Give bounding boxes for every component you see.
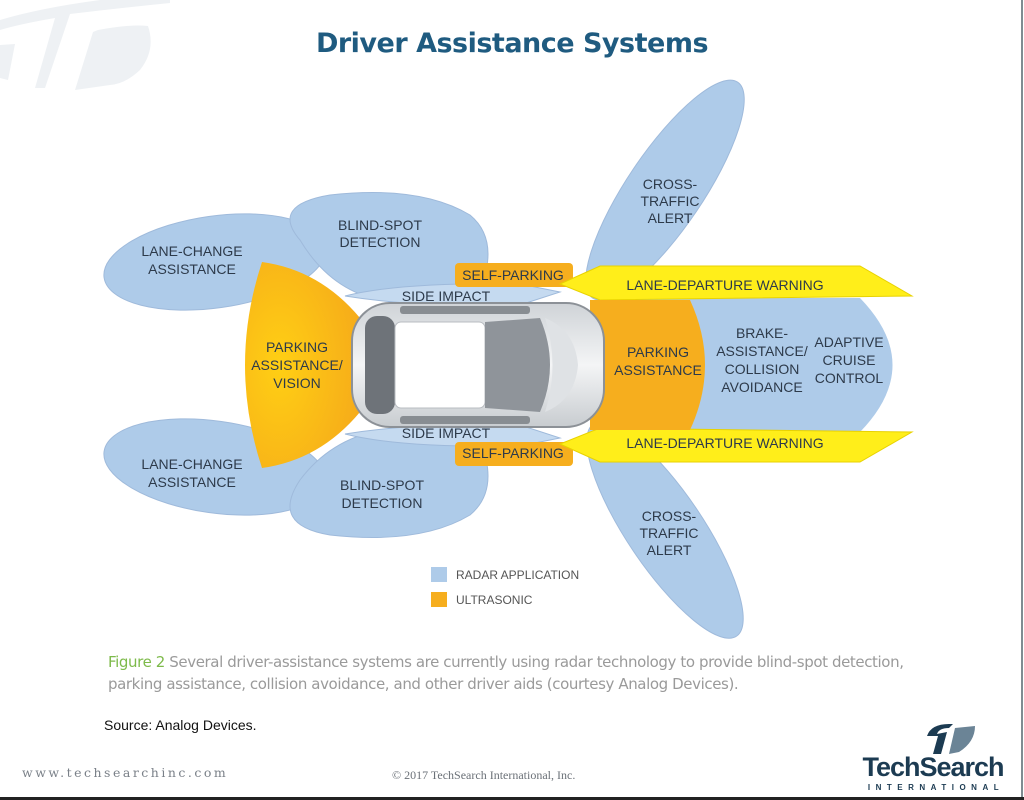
svg-text:DETECTION: DETECTION bbox=[342, 495, 423, 511]
svg-text:DETECTION: DETECTION bbox=[340, 234, 421, 250]
parking-front-zone bbox=[590, 300, 705, 430]
self-parking-top-label: SELF-PARKING bbox=[462, 267, 564, 283]
svg-text:CROSS-: CROSS- bbox=[643, 176, 698, 192]
figure-caption-text: Several driver-assistance systems are cu… bbox=[108, 653, 904, 693]
lane-departure-top-zone bbox=[558, 265, 914, 301]
svg-text:ASSISTANCE: ASSISTANCE bbox=[148, 474, 236, 490]
logo-name: TechSearch bbox=[862, 752, 1004, 782]
self-parking-bottom-zone bbox=[455, 442, 573, 466]
legend-label-radar: RADAR APPLICATION bbox=[456, 568, 579, 582]
slide-right-border bbox=[1021, 0, 1023, 800]
svg-text:ADAPTIVE: ADAPTIVE bbox=[814, 334, 883, 350]
legend: RADAR APPLICATION ULTRASONIC bbox=[431, 567, 579, 607]
svg-text:COLLISION: COLLISION bbox=[725, 361, 800, 377]
source-note: Source: Analog Devices. bbox=[104, 717, 257, 733]
lane-change-bottom-label: LANE-CHANGE ASSISTANCE bbox=[141, 456, 242, 490]
cross-traffic-top-zone bbox=[585, 79, 745, 301]
figure-label: Figure 2 bbox=[108, 653, 165, 671]
page-title: Driver Assistance Systems bbox=[315, 28, 709, 59]
slide-bottom-border bbox=[0, 797, 1024, 800]
svg-text:LANE-CHANGE: LANE-CHANGE bbox=[141, 243, 242, 259]
svg-text:ASSISTANCE: ASSISTANCE bbox=[614, 362, 702, 378]
footer-url[interactable]: www.techsearchinc.com bbox=[22, 765, 229, 780]
techsearch-logo: TechSearch INTERNATIONAL bbox=[855, 722, 1015, 792]
svg-text:ALERT: ALERT bbox=[647, 542, 692, 558]
lane-departure-bottom-label: LANE-DEPARTURE WARNING bbox=[626, 435, 823, 451]
blind-spot-bottom-label: BLIND-SPOT DETECTION bbox=[340, 477, 424, 511]
logo-subtitle: INTERNATIONAL bbox=[867, 783, 1005, 792]
legend-swatch-radar bbox=[431, 567, 447, 582]
svg-text:LANE-CHANGE: LANE-CHANGE bbox=[141, 456, 242, 472]
svg-text:PARKING: PARKING bbox=[266, 339, 328, 355]
parking-rear-label: PARKING ASSISTANCE/ VISION bbox=[251, 339, 343, 391]
svg-text:CROSS-: CROSS- bbox=[642, 508, 697, 524]
svg-text:BLIND-SPOT: BLIND-SPOT bbox=[338, 217, 422, 233]
lane-change-top-label: LANE-CHANGE ASSISTANCE bbox=[141, 243, 242, 277]
svg-text:BRAKE-: BRAKE- bbox=[736, 325, 788, 341]
self-parking-bottom-label: SELF-PARKING bbox=[462, 445, 564, 461]
adaptive-cruise-label: ADAPTIVE CRUISE CONTROL bbox=[814, 334, 883, 386]
svg-text:CRUISE: CRUISE bbox=[823, 352, 876, 368]
svg-text:TRAFFIC: TRAFFIC bbox=[639, 525, 698, 541]
svg-text:BLIND-SPOT: BLIND-SPOT bbox=[340, 477, 424, 493]
svg-text:ASSISTANCE/: ASSISTANCE/ bbox=[251, 357, 343, 373]
side-impact-top-label: SIDE IMPACT bbox=[402, 288, 491, 304]
driver-assistance-diagram: LANE-CHANGE ASSISTANCE LANE-CHANGE ASSIS… bbox=[103, 79, 914, 639]
svg-text:TRAFFIC: TRAFFIC bbox=[640, 193, 699, 209]
svg-text:ASSISTANCE/: ASSISTANCE/ bbox=[716, 343, 808, 359]
svg-text:PARKING: PARKING bbox=[627, 344, 689, 360]
cross-traffic-bottom-label: CROSS- TRAFFIC ALERT bbox=[639, 508, 698, 558]
legend-swatch-ultrasonic bbox=[431, 592, 447, 607]
watermark-logo-icon bbox=[0, 0, 170, 90]
parking-front-label: PARKING ASSISTANCE bbox=[614, 344, 702, 378]
svg-text:VISION: VISION bbox=[273, 375, 320, 391]
lane-departure-top-label: LANE-DEPARTURE WARNING bbox=[626, 277, 823, 293]
svg-text:AVOIDANCE: AVOIDANCE bbox=[721, 379, 802, 395]
legend-label-ultrasonic: ULTRASONIC bbox=[456, 593, 533, 607]
svg-text:ALERT: ALERT bbox=[648, 210, 693, 226]
brake-assist-label: BRAKE- ASSISTANCE/ COLLISION AVOIDANCE bbox=[716, 325, 808, 395]
figure-caption: Figure 2 Several driver-assistance syste… bbox=[108, 651, 928, 695]
cross-traffic-top-label: CROSS- TRAFFIC ALERT bbox=[640, 176, 699, 226]
blind-spot-top-label: BLIND-SPOT DETECTION bbox=[338, 217, 422, 250]
blind-spot-top-zone bbox=[289, 192, 489, 301]
footer-copyright: © 2017 TechSearch International, Inc. bbox=[392, 768, 576, 782]
car-icon bbox=[351, 302, 605, 428]
self-parking-top-zone bbox=[455, 263, 573, 287]
techsearch-logo-icon bbox=[927, 724, 975, 754]
svg-text:CONTROL: CONTROL bbox=[815, 370, 884, 386]
svg-text:ASSISTANCE: ASSISTANCE bbox=[148, 261, 236, 277]
side-impact-bottom-label: SIDE IMPACT bbox=[402, 425, 491, 441]
parking-rear-zone bbox=[245, 262, 360, 468]
lane-departure-bottom-zone bbox=[558, 427, 914, 463]
